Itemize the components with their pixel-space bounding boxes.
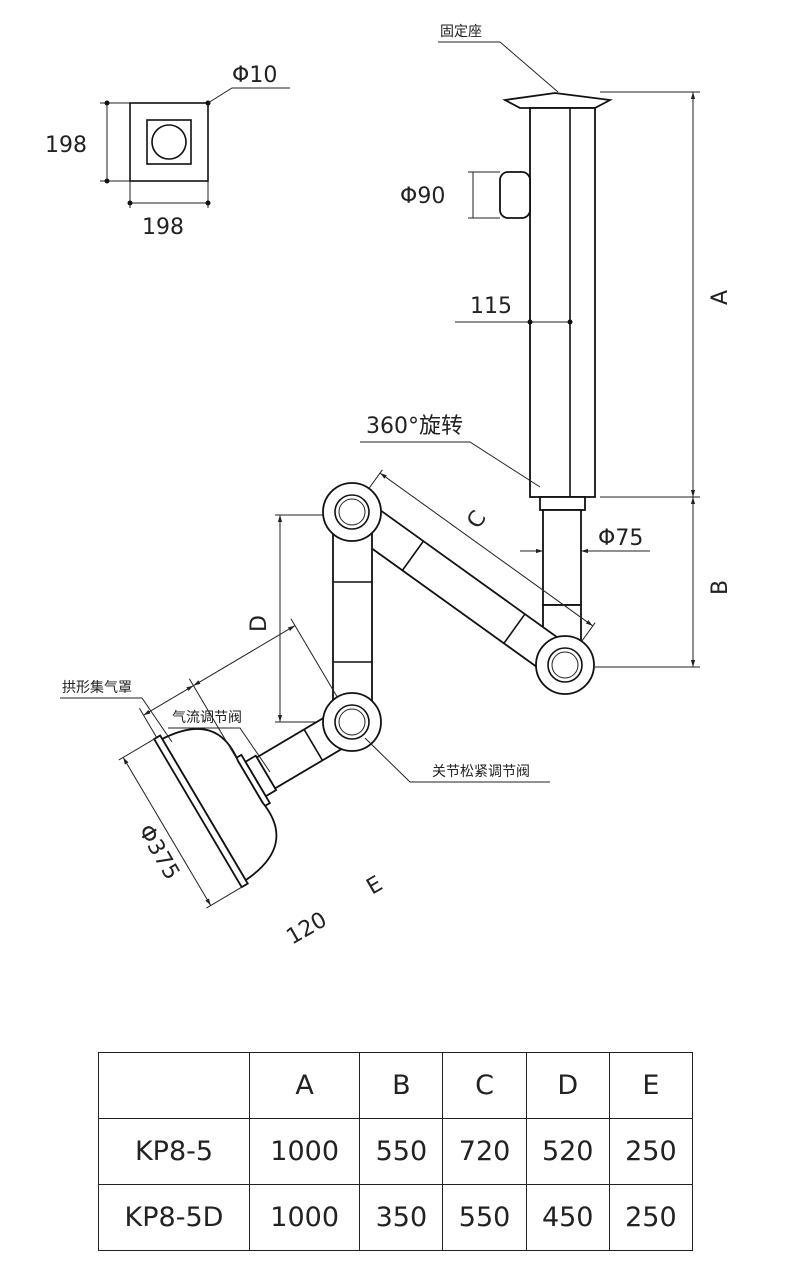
- table-header: [98, 1052, 250, 1119]
- joint-upper: [322, 482, 382, 542]
- table-header: A: [248, 1052, 361, 1119]
- hood-depth-dim: 120: [283, 908, 332, 951]
- table-cell: 250: [608, 1184, 694, 1251]
- table-header: C: [442, 1052, 527, 1119]
- hole-dia-dim: Φ10: [232, 63, 277, 88]
- dim-e: E: [363, 872, 388, 901]
- hood-dia-dim: Φ375: [133, 821, 184, 885]
- joint-column: [535, 635, 595, 695]
- table-cell: 550: [442, 1184, 527, 1251]
- joint-valve-label: 关节松紧调节阀: [432, 764, 530, 780]
- table-cell: 1000: [248, 1184, 361, 1251]
- table-cell: 250: [608, 1118, 694, 1185]
- hood-label: 拱形集气罩: [62, 679, 132, 696]
- table-header-row: A B C D E: [98, 1052, 694, 1119]
- arm-d: [332, 511, 373, 723]
- dim-d: D: [247, 615, 272, 632]
- spec-table: A B C D E KP8-5 1000 550 720 520 250 KP8…: [98, 1052, 694, 1251]
- table-cell: 350: [359, 1184, 444, 1251]
- pipe-dia-dim: Φ75: [598, 526, 643, 551]
- table-cell: 720: [442, 1118, 527, 1185]
- mount-label: 固定座: [440, 24, 482, 40]
- plate-width-dim: 198: [142, 215, 184, 240]
- table-cell: 1000: [248, 1118, 361, 1185]
- table-header: E: [608, 1052, 694, 1119]
- stub-dia-dim: Φ90: [400, 184, 445, 209]
- table-cell: KP8-5: [98, 1118, 250, 1185]
- table-cell: 550: [359, 1118, 444, 1185]
- table-header: D: [525, 1052, 610, 1119]
- joint-lower: [322, 692, 382, 752]
- table-cell: KP8-5D: [98, 1184, 250, 1251]
- dim-a: A: [708, 290, 733, 305]
- technical-drawing: 198 198 Φ10 固定座 Φ90 115 A B 360°旋转 Φ75 C: [45, 24, 733, 951]
- table-row: KP8-5D 1000 350 550 450 250: [98, 1184, 694, 1251]
- airflow-valve-label: 气流调节阀: [172, 710, 242, 726]
- table-cell: 450: [525, 1184, 610, 1251]
- column-width-dim: 115: [470, 294, 512, 319]
- dim-c: C: [462, 507, 491, 534]
- mounting-plate: [100, 87, 290, 208]
- rotation-label: 360°旋转: [366, 414, 463, 439]
- plate-height-dim: 198: [45, 133, 87, 158]
- table-cell: 520: [525, 1118, 610, 1185]
- table-row: KP8-5 1000 550 720 520 250: [98, 1118, 694, 1185]
- dim-b: B: [708, 580, 733, 595]
- table-header: B: [359, 1052, 444, 1119]
